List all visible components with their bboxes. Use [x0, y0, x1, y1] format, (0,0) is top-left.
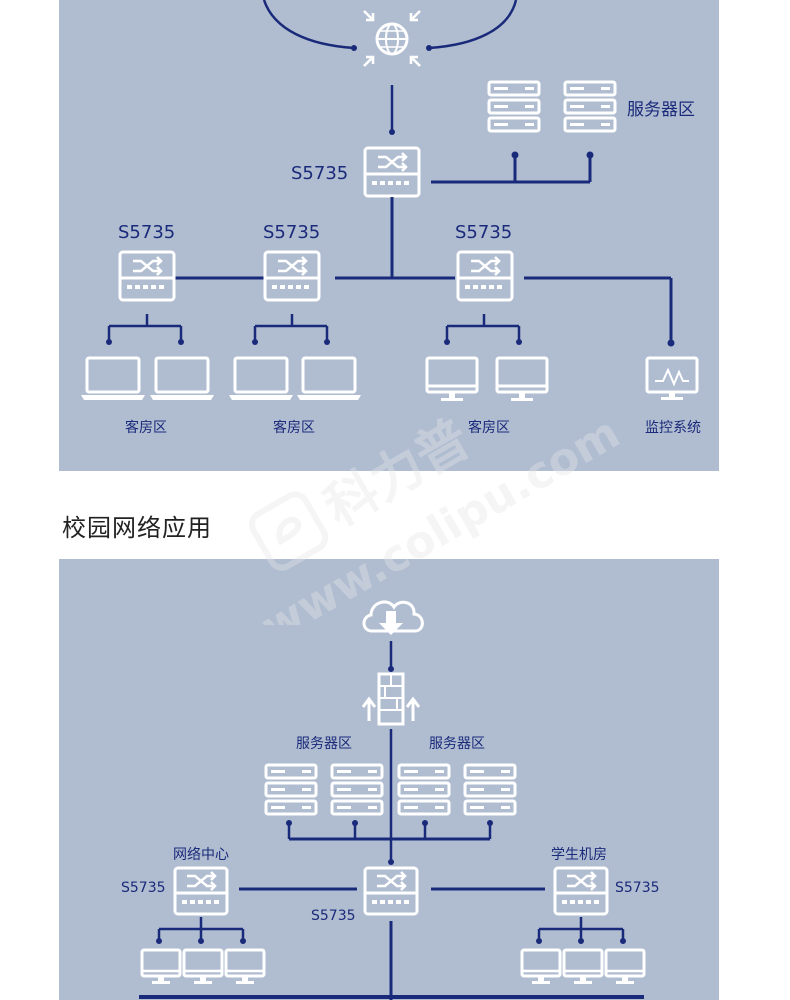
distribution-switch-icon	[553, 866, 609, 916]
student-lab-label: 学生机房	[551, 847, 607, 863]
server-icon	[463, 763, 517, 816]
right-switch-label: S5735	[615, 880, 660, 896]
server-zone-label: 服务器区	[627, 100, 695, 120]
server-zone-right-label: 服务器区	[429, 736, 485, 752]
core-switch-label: S5735	[311, 908, 356, 924]
server-icon	[397, 763, 451, 816]
server-zone-left-label: 服务器区	[296, 736, 352, 752]
monitoring-icon	[645, 356, 699, 400]
globe-icon	[363, 10, 421, 67]
core-switch-icon	[363, 146, 421, 198]
cloud-download-icon	[362, 600, 424, 635]
left-switch-label: S5735	[121, 880, 166, 896]
section-title: 校园网络应用	[62, 514, 212, 542]
server-icon	[563, 80, 617, 133]
access-switch-icon	[456, 250, 514, 302]
access-switch-icon	[118, 250, 176, 302]
laptop-icon	[295, 356, 363, 402]
laptop-icon	[227, 356, 295, 402]
server-icon	[264, 763, 318, 816]
desktop-icon	[520, 948, 562, 986]
monitoring-label: 监控系统	[645, 420, 701, 436]
access-switch-label-2: S5735	[263, 222, 320, 243]
distribution-switch-icon	[173, 866, 229, 916]
desktop-icon	[140, 948, 182, 986]
access-switch-label-1: S5735	[118, 222, 175, 243]
desktop-icon	[182, 948, 224, 986]
core-switch-label: S5735	[291, 163, 348, 184]
network-center-label: 网络中心	[173, 847, 229, 863]
desktop-icon	[604, 948, 646, 986]
campus-network-diagram: 服务器区 服务器区 S5735 网络中心 S5735	[59, 559, 719, 1000]
desktop-icon	[425, 356, 479, 403]
hotel-network-diagram: 服务器区 S5735 S5735 S5735 S5735	[59, 0, 719, 471]
server-icon	[330, 763, 384, 816]
laptop-icon	[148, 356, 216, 402]
access-switch-icon	[263, 250, 321, 302]
desktop-icon	[224, 948, 266, 986]
guest-zone-label-2: 客房区	[273, 419, 315, 436]
desktop-icon	[562, 948, 604, 986]
laptop-icon	[79, 356, 147, 402]
firewall-icon	[361, 672, 421, 726]
guest-zone-label-3: 客房区	[468, 419, 510, 436]
desktop-icon	[495, 356, 549, 403]
guest-zone-label-1: 客房区	[125, 419, 167, 436]
server-icon	[487, 80, 541, 133]
core-switch-icon	[363, 866, 419, 916]
access-switch-label-3: S5735	[455, 222, 512, 243]
